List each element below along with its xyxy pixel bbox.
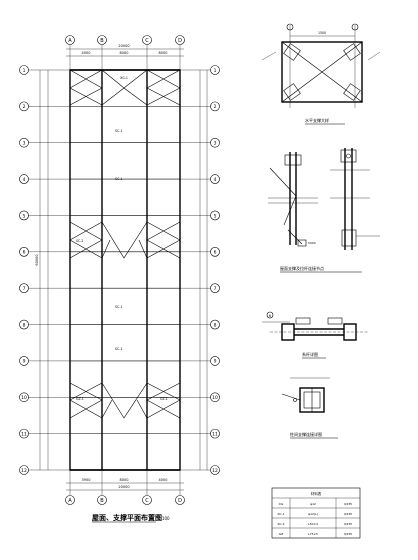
dim-left-total: 60000: [35, 254, 39, 265]
row-label-right-2: 2: [214, 104, 217, 110]
material-table: 材料表 XG φ12 Q235 SC-1 φ12(L) Q235 SC-2 L5…: [271, 487, 361, 539]
dim-bottom: 3950 8000 4000 20000: [66, 478, 184, 491]
col-bubbles-top: A B C D: [65, 35, 185, 45]
detail3-tag: 6: [269, 314, 271, 318]
table-r3-c2: L50×4: [308, 522, 318, 526]
detail1-bubble-right: [351, 23, 359, 31]
grid-bubble-b-bottom: [97, 495, 107, 505]
detail2-dim: 5000: [308, 241, 316, 245]
row-label-left-9: 9: [23, 359, 26, 365]
grid-bubble-b-top: [97, 35, 107, 45]
plan-outline: [69, 69, 181, 471]
grid-bubble-d-bottom: [175, 495, 185, 505]
row-label-left-10: 10: [21, 395, 27, 401]
detail3-title: 系杆详图: [302, 351, 318, 357]
table-r1-c3: Q235: [344, 502, 352, 506]
grid-bubble-d-top: [175, 35, 185, 45]
row-label-left-3: 3: [23, 141, 26, 147]
dim-bottom-2: 8000: [120, 478, 129, 482]
grid-label-b-bottom: B: [100, 498, 104, 504]
dim-bottom-3: 4000: [159, 478, 168, 482]
grid-label-d-top: D: [178, 38, 182, 44]
dim-top-3: 8000: [159, 51, 168, 55]
detail-anchor: 柱间支撑连接详图: [281, 377, 338, 439]
tag-top: XG-1: [120, 76, 128, 80]
tag-row4: SC-1: [115, 177, 122, 181]
tag-row3: SC-1: [115, 129, 122, 133]
grid-bubble-a-top: [65, 35, 75, 45]
grid-label-c-bottom: C: [145, 498, 149, 504]
row-label-left-7: 7: [23, 286, 26, 292]
table-r1-c1: XG: [279, 502, 284, 506]
detail1-title: 水平支撑大样: [305, 117, 329, 123]
table-r4-c3: Q235: [344, 532, 352, 536]
detail2-title: 屋面支撑及拉杆连接节点: [280, 265, 324, 271]
row-label-right-4: 4: [214, 177, 217, 183]
dim-top-1: 4000: [82, 51, 91, 55]
row-label-left-2: 2: [23, 104, 26, 110]
tag-gz-right: GZ-1: [160, 397, 168, 401]
grid-label-b-top: B: [100, 38, 104, 44]
grid-label-a-bottom: A: [68, 498, 72, 504]
row-label-right-12: 12: [212, 468, 218, 474]
dim-bottom-1: 3950: [82, 478, 91, 482]
table-r2-c1: SC-1: [278, 512, 285, 516]
detail1-dim: 1500: [318, 31, 326, 35]
row-label-left-6: 6: [23, 250, 26, 256]
dim-top-2: 8000: [120, 51, 129, 55]
table-r4-c2: L75×5: [308, 532, 318, 536]
grid-bubble-c-bottom: [142, 495, 152, 505]
row-label-right-11: 11: [212, 431, 218, 437]
table-r4-c1: GZ: [279, 532, 283, 536]
detail-node-connection: 5000 屋面支撑及拉杆连接节点: [268, 148, 380, 273]
table-r3-c3: Q235: [344, 522, 352, 526]
row-label-right-8: 8: [214, 322, 217, 328]
table-r1-c2: φ12: [310, 502, 316, 506]
plan-title: 屋面、支撑平面布置图: [92, 513, 162, 522]
bracing-top: [69, 69, 181, 106]
detail3-bubble: [266, 311, 274, 319]
row-label-right-10: 10: [212, 395, 218, 401]
col-bubbles-bottom: A B C D: [65, 495, 185, 505]
row-label-right-5: 5: [214, 213, 217, 219]
grid-label-c-top: C: [145, 38, 149, 44]
bracing-middle: [69, 221, 181, 259]
roof-bracing-plan: A B C D A B C D 4000 8000: [19, 35, 220, 523]
row-label-right-1: 1: [214, 68, 217, 74]
row-label-left-11: 11: [21, 431, 27, 437]
row-label-right-9: 9: [214, 359, 217, 365]
detail-horizontal-bracing: 1500 水平支撑大样: [261, 23, 381, 125]
bay-lines: [70, 69, 180, 471]
detail-tie-rod: 6 系杆详图: [262, 311, 368, 359]
row-label-left-12: 12: [21, 468, 27, 474]
tag-gz-left: GZ-1: [76, 397, 84, 401]
row-label-left-5: 5: [23, 213, 26, 219]
row-label-left-4: 4: [23, 177, 26, 183]
table-r3-c1: SC-2: [278, 522, 285, 526]
grid-bubble-a-bottom: [65, 495, 75, 505]
table-r2-c3: Q235: [344, 512, 352, 516]
dim-top: 4000 8000 8000 20000: [66, 44, 184, 57]
bracing-bottom: [69, 382, 181, 419]
grid-label-d-bottom: D: [178, 498, 182, 504]
plan-scale: 1:100: [158, 516, 170, 521]
grid-label-a-top: A: [68, 38, 72, 44]
row-label-right-3: 3: [214, 141, 217, 147]
dim-bottom-total: 20000: [118, 485, 129, 489]
table-r2-c2: φ12(L): [308, 512, 318, 516]
row-label-right-6: 6: [214, 250, 217, 256]
detail1-bubble-left: [286, 23, 294, 31]
grid-bubble-c-top: [142, 35, 152, 45]
dim-top-total: 20000: [118, 44, 129, 48]
row-label-left-8: 8: [23, 322, 26, 328]
tag-row7: SC-1: [115, 305, 122, 309]
detail4-title: 柱间支撑连接详图: [290, 431, 322, 437]
row-label-left-1: 1: [23, 68, 26, 74]
tag-row8: SC-1: [115, 347, 122, 351]
tag-sc2-left: SC-2: [76, 239, 83, 243]
row-label-right-7: 7: [214, 286, 217, 292]
table-title: 材料表: [311, 491, 322, 496]
